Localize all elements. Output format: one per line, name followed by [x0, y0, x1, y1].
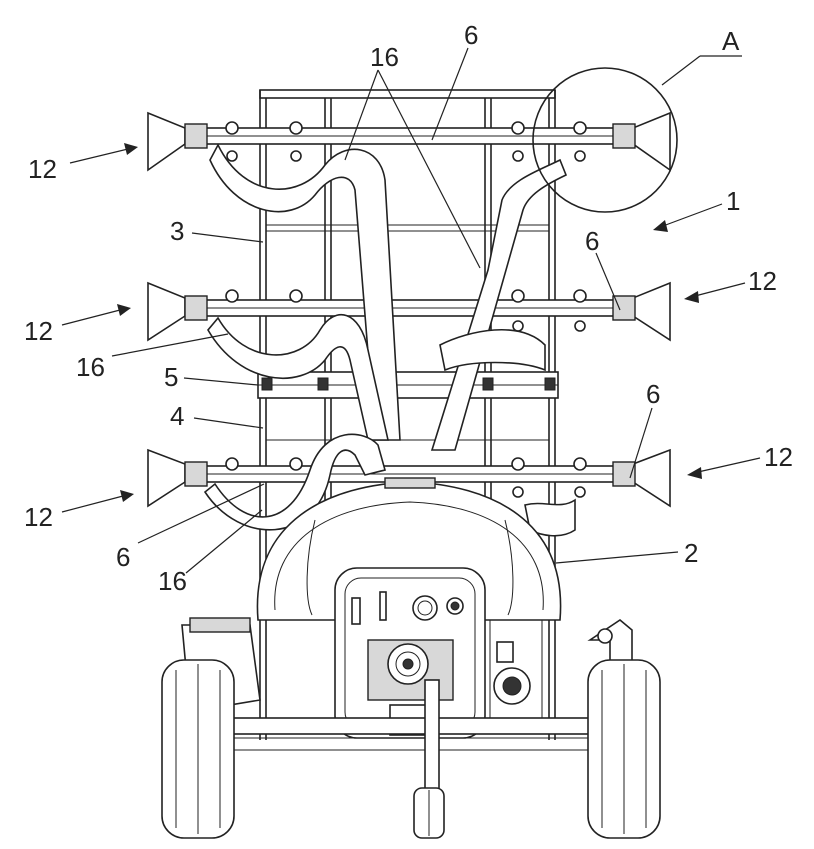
callout-6-top: 6 [464, 20, 478, 50]
callout-5: 5 [164, 362, 178, 392]
wheel-left [162, 660, 234, 838]
callout-12-right-mid: 12 [748, 266, 777, 296]
callout-12-left-mid: 12 [24, 316, 53, 346]
callout-12-right-low: 12 [764, 442, 793, 472]
callout-12-left-top: 12 [28, 154, 57, 184]
callout-4: 4 [170, 401, 184, 431]
callout-6-right-low: 6 [646, 379, 660, 409]
callout-12-left-low: 12 [24, 502, 53, 532]
callout-2: 2 [684, 538, 698, 568]
callout-16-mid: 16 [76, 352, 105, 382]
control-panel [335, 568, 485, 738]
callout-16-low: 16 [158, 566, 187, 596]
callout-6-right-mid: 6 [585, 226, 599, 256]
wheel-right [588, 660, 660, 838]
callout-a: A [722, 26, 740, 56]
callout-3: 3 [170, 216, 184, 246]
callout-6-left-low: 6 [116, 542, 130, 572]
pump-assembly [490, 620, 542, 728]
callout-16-top: 16 [370, 42, 399, 72]
callout-1: 1 [726, 186, 740, 216]
